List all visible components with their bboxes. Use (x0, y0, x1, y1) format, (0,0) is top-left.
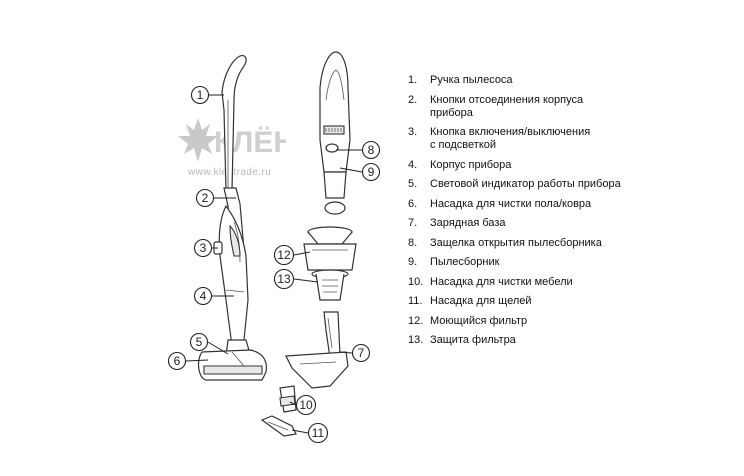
legend-number: 4. (408, 158, 418, 171)
svg-text:4: 4 (200, 289, 207, 303)
legend-item: 1. Ручка пылесоса (408, 74, 738, 87)
crevice-nozzle (260, 415, 297, 437)
svg-text:13: 13 (277, 272, 291, 286)
legend-item: 10. Насадка для чистки мебели (408, 276, 738, 289)
legend-item: 3. Кнопка включения/выключения с подсветк… (408, 126, 738, 152)
legend-item: 6. Насадка для чистки пола/ковра (408, 198, 738, 211)
callout-7: 7 (351, 343, 371, 363)
legend-number: 2. (408, 93, 418, 106)
legend-item: 9. Пылесборник (408, 256, 738, 269)
callout-4: 4 (193, 286, 213, 306)
legend-text: Кнопки отсоединения корпуса прибора (430, 93, 584, 119)
legend-item: 8. Защелка открытия пылесборника (408, 237, 738, 250)
vacuum-handheld (319, 51, 351, 215)
legend-number: 5. (408, 178, 418, 190)
legend-number: 7. (408, 217, 418, 229)
svg-text:9: 9 (368, 165, 375, 179)
legend-number: 6. (408, 197, 418, 210)
legend-number: 8. (408, 236, 418, 249)
callout-3: 3 (193, 238, 213, 258)
legend-item: 11. Насадка для щелей (408, 295, 738, 308)
legend-item: 5. Световой индикатор работы прибора (408, 178, 738, 191)
callout-5: 5 (189, 332, 209, 352)
legend-text: Зарядная база (430, 217, 506, 229)
parts-legend: 1. Ручка пылесоса 2. Кнопки отсоединения к… (408, 74, 738, 354)
legend-text: Защелка открытия пылесборника (430, 236, 602, 249)
svg-text:1: 1 (197, 88, 204, 102)
svg-text:10: 10 (299, 398, 313, 412)
svg-text:3: 3 (200, 241, 207, 255)
callout-2: 2 (195, 188, 215, 208)
charging-base (285, 311, 349, 389)
legend-text: Корпус прибора (430, 158, 512, 171)
legend-text: Насадка для чистки пола/ковра (430, 197, 592, 210)
callout-8: 8 (361, 140, 381, 160)
legend-number: 12. (408, 314, 424, 327)
legend-number: 1. (408, 74, 418, 86)
svg-text:12: 12 (277, 248, 291, 262)
svg-text:5: 5 (196, 335, 203, 349)
callout-11: 11 (307, 422, 329, 444)
svg-text:11: 11 (312, 426, 325, 440)
callout-10: 10 (295, 394, 317, 416)
legend-item: 7. Зарядная база (408, 217, 738, 230)
callout-9: 9 (361, 162, 381, 182)
filter-assembly (303, 226, 357, 301)
callout-12: 12 (273, 244, 295, 266)
svg-text:8: 8 (368, 143, 375, 157)
legend-item: 13. Защита фильтра (408, 334, 738, 347)
legend-item: 12. Моющийся фильтр (408, 315, 738, 328)
leader-lines (185, 94, 363, 434)
legend-text: Пылесборник (430, 256, 500, 268)
svg-text:2: 2 (202, 191, 209, 205)
legend-text: Моющийся фильтр (430, 314, 528, 327)
legend-item: 4. Корпус прибора (408, 159, 738, 172)
legend-number: 11. (408, 295, 423, 307)
maple-leaf-icon (178, 118, 218, 162)
legend-number: 9. (408, 256, 418, 268)
vacuum-assembled (197, 55, 267, 381)
svg-text:7: 7 (358, 346, 365, 360)
callout-13: 13 (273, 268, 295, 290)
legend-text: Защита фильтра (430, 334, 516, 346)
furniture-nozzle (279, 385, 297, 413)
legend-number: 3. (408, 126, 418, 138)
legend-text: Насадка для щелей (430, 295, 532, 307)
legend-text: Световой индикатор работы прибора (430, 178, 621, 190)
legend-text: Кнопка включения/выключения с подсветкой (430, 126, 591, 151)
legend-item: 2. Кнопки отсоединения корпуса прибора (408, 94, 738, 120)
legend-text: Насадка для чистки мебели (430, 275, 573, 288)
callout-6: 6 (167, 351, 187, 371)
legend-number: 10. (408, 275, 424, 288)
legend-text: Ручка пылесоса (430, 74, 513, 86)
svg-text:6: 6 (174, 354, 181, 368)
callout-1: 1 (190, 85, 210, 105)
legend-number: 13. (408, 334, 424, 346)
